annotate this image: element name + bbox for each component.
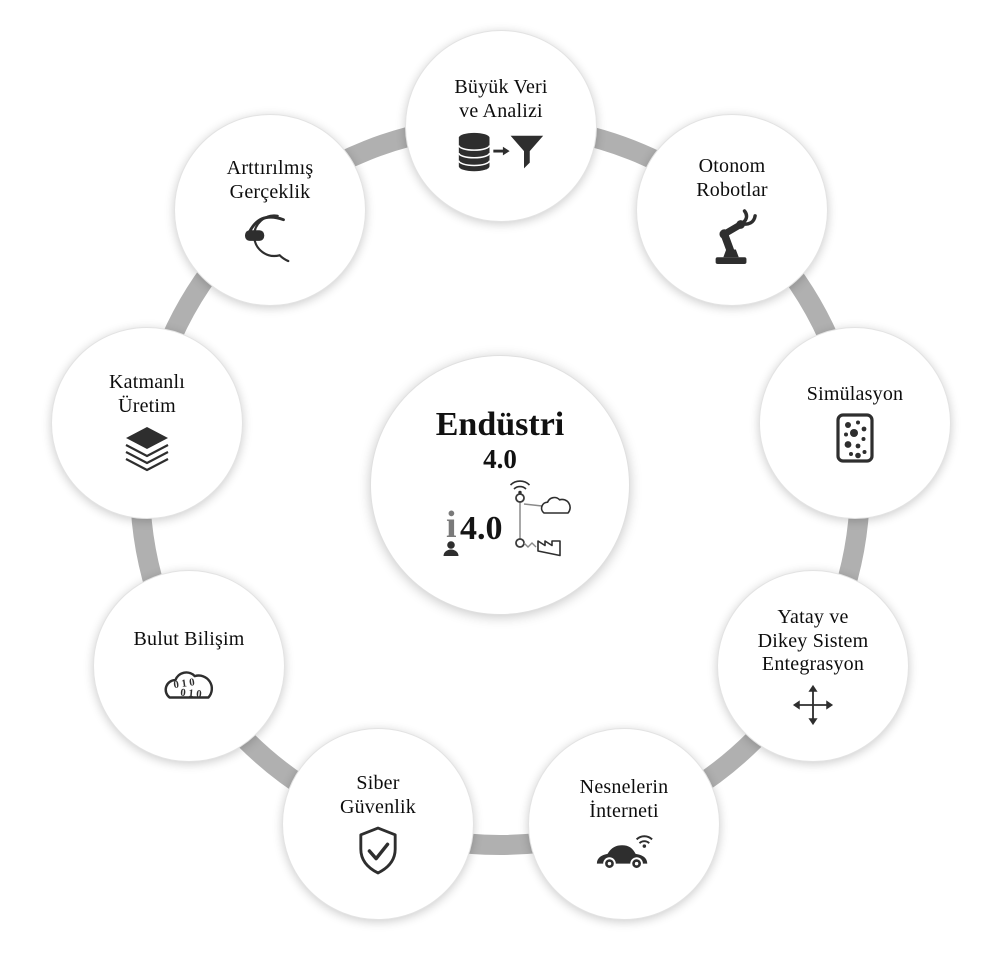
- node-label: Arttırılmış Gerçeklik: [226, 156, 314, 203]
- connected-car-icon: [593, 830, 655, 872]
- cloud-binary-icon: 0 1 0 0 1 0: [156, 658, 222, 704]
- node-bulut-bilisim: Bulut Bilişim 0 1 0 0 1 0: [93, 570, 285, 762]
- node-label: Yatay ve Dikey Sistem Entegrasyon: [757, 606, 869, 676]
- layered-manufacturing-icon: [122, 425, 172, 475]
- node-label: Büyük Veri ve Analizi: [454, 75, 548, 122]
- node-label: Nesnelerin İnterneti: [579, 775, 669, 822]
- node-yatay-dikey-sistem-entegrasyon: Yatay ve Dikey Sistem Entegrasyon: [717, 570, 909, 762]
- binary-digits-line2: 0 1 0: [180, 687, 202, 701]
- shield-check-icon: [357, 826, 399, 876]
- node-siber-guvenlik: Siber Güvenlik: [282, 728, 474, 920]
- node-buyuk-veri-ve-analizi: Büyük Veri ve Analizi: [405, 30, 597, 222]
- vr-headset-icon: [245, 211, 295, 263]
- node-katmanli-uretim: Katmanlı Üretim: [51, 327, 243, 519]
- node-label: Katmanlı Üretim: [108, 370, 186, 417]
- node-label: Siber Güvenlik: [339, 771, 417, 818]
- i40-network-logo-icon: i 4.0: [424, 475, 576, 563]
- logo-letter-i: i: [446, 504, 457, 546]
- node-label: Bulut Bilişim: [133, 627, 245, 650]
- node-simulasyon: Simülasyon: [759, 327, 951, 519]
- simulation-tablet-icon: [836, 413, 874, 463]
- robot-arm-icon: [706, 209, 758, 265]
- node-nesnelerin-interneti: Nesnelerin İnterneti: [528, 728, 720, 920]
- center-subtitle: 4.0: [483, 443, 517, 474]
- database-funnel-icon: [455, 130, 547, 176]
- node-arttirilmis-gerceklik: Arttırılmış Gerçeklik: [174, 114, 366, 306]
- node-label: Otonom Robotlar: [696, 154, 768, 201]
- logo-number-40: 4.0: [460, 510, 503, 547]
- center-title: Endüstri: [435, 405, 565, 443]
- node-label: Simülasyon: [806, 382, 904, 405]
- binary-digits-line1: 0 1 0: [173, 677, 196, 692]
- four-way-arrows-icon: [792, 684, 834, 726]
- center-node-endustri-40: Endüstri 4.0 i 4.0: [370, 355, 630, 615]
- node-otonom-robotlar: Otonom Robotlar: [636, 114, 828, 306]
